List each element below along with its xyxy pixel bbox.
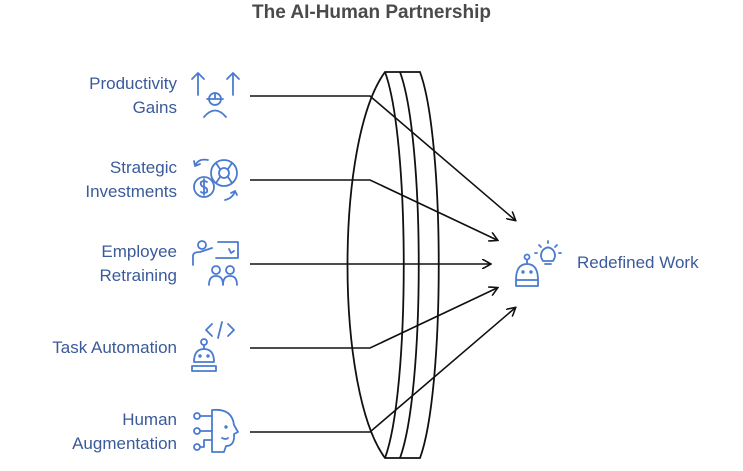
arrow-strategic [250, 179, 497, 240]
label-redefined-work: Redefined Work [577, 253, 699, 272]
robot-code-icon [191, 321, 235, 372]
label-line: Strategic [109, 158, 177, 177]
diagram-title: The AI-Human Partnership [252, 2, 491, 23]
lens [346, 71, 440, 459]
label-line: Augmentation [72, 434, 177, 453]
trainer-presentation-icon [192, 240, 239, 286]
arrow-automation [250, 288, 497, 349]
label-line: Investments [85, 182, 177, 201]
label-line: Productivity [89, 74, 177, 93]
human-head-circuit-icon [193, 408, 239, 453]
worker-arrows-up-icon [191, 72, 240, 118]
label-task-automation: Task Automation [52, 336, 177, 360]
arrow-productivity [250, 95, 515, 220]
label-line: Human [122, 410, 177, 429]
arrow-augmentation [250, 308, 515, 433]
label-line: Task Automation [52, 338, 177, 357]
label-line: Employee [101, 242, 177, 261]
money-lifebuoy-icon [193, 158, 238, 201]
robot-lightbulb-icon [515, 240, 562, 287]
label-line: Gains [132, 98, 177, 117]
label-line: Retraining [99, 266, 178, 285]
